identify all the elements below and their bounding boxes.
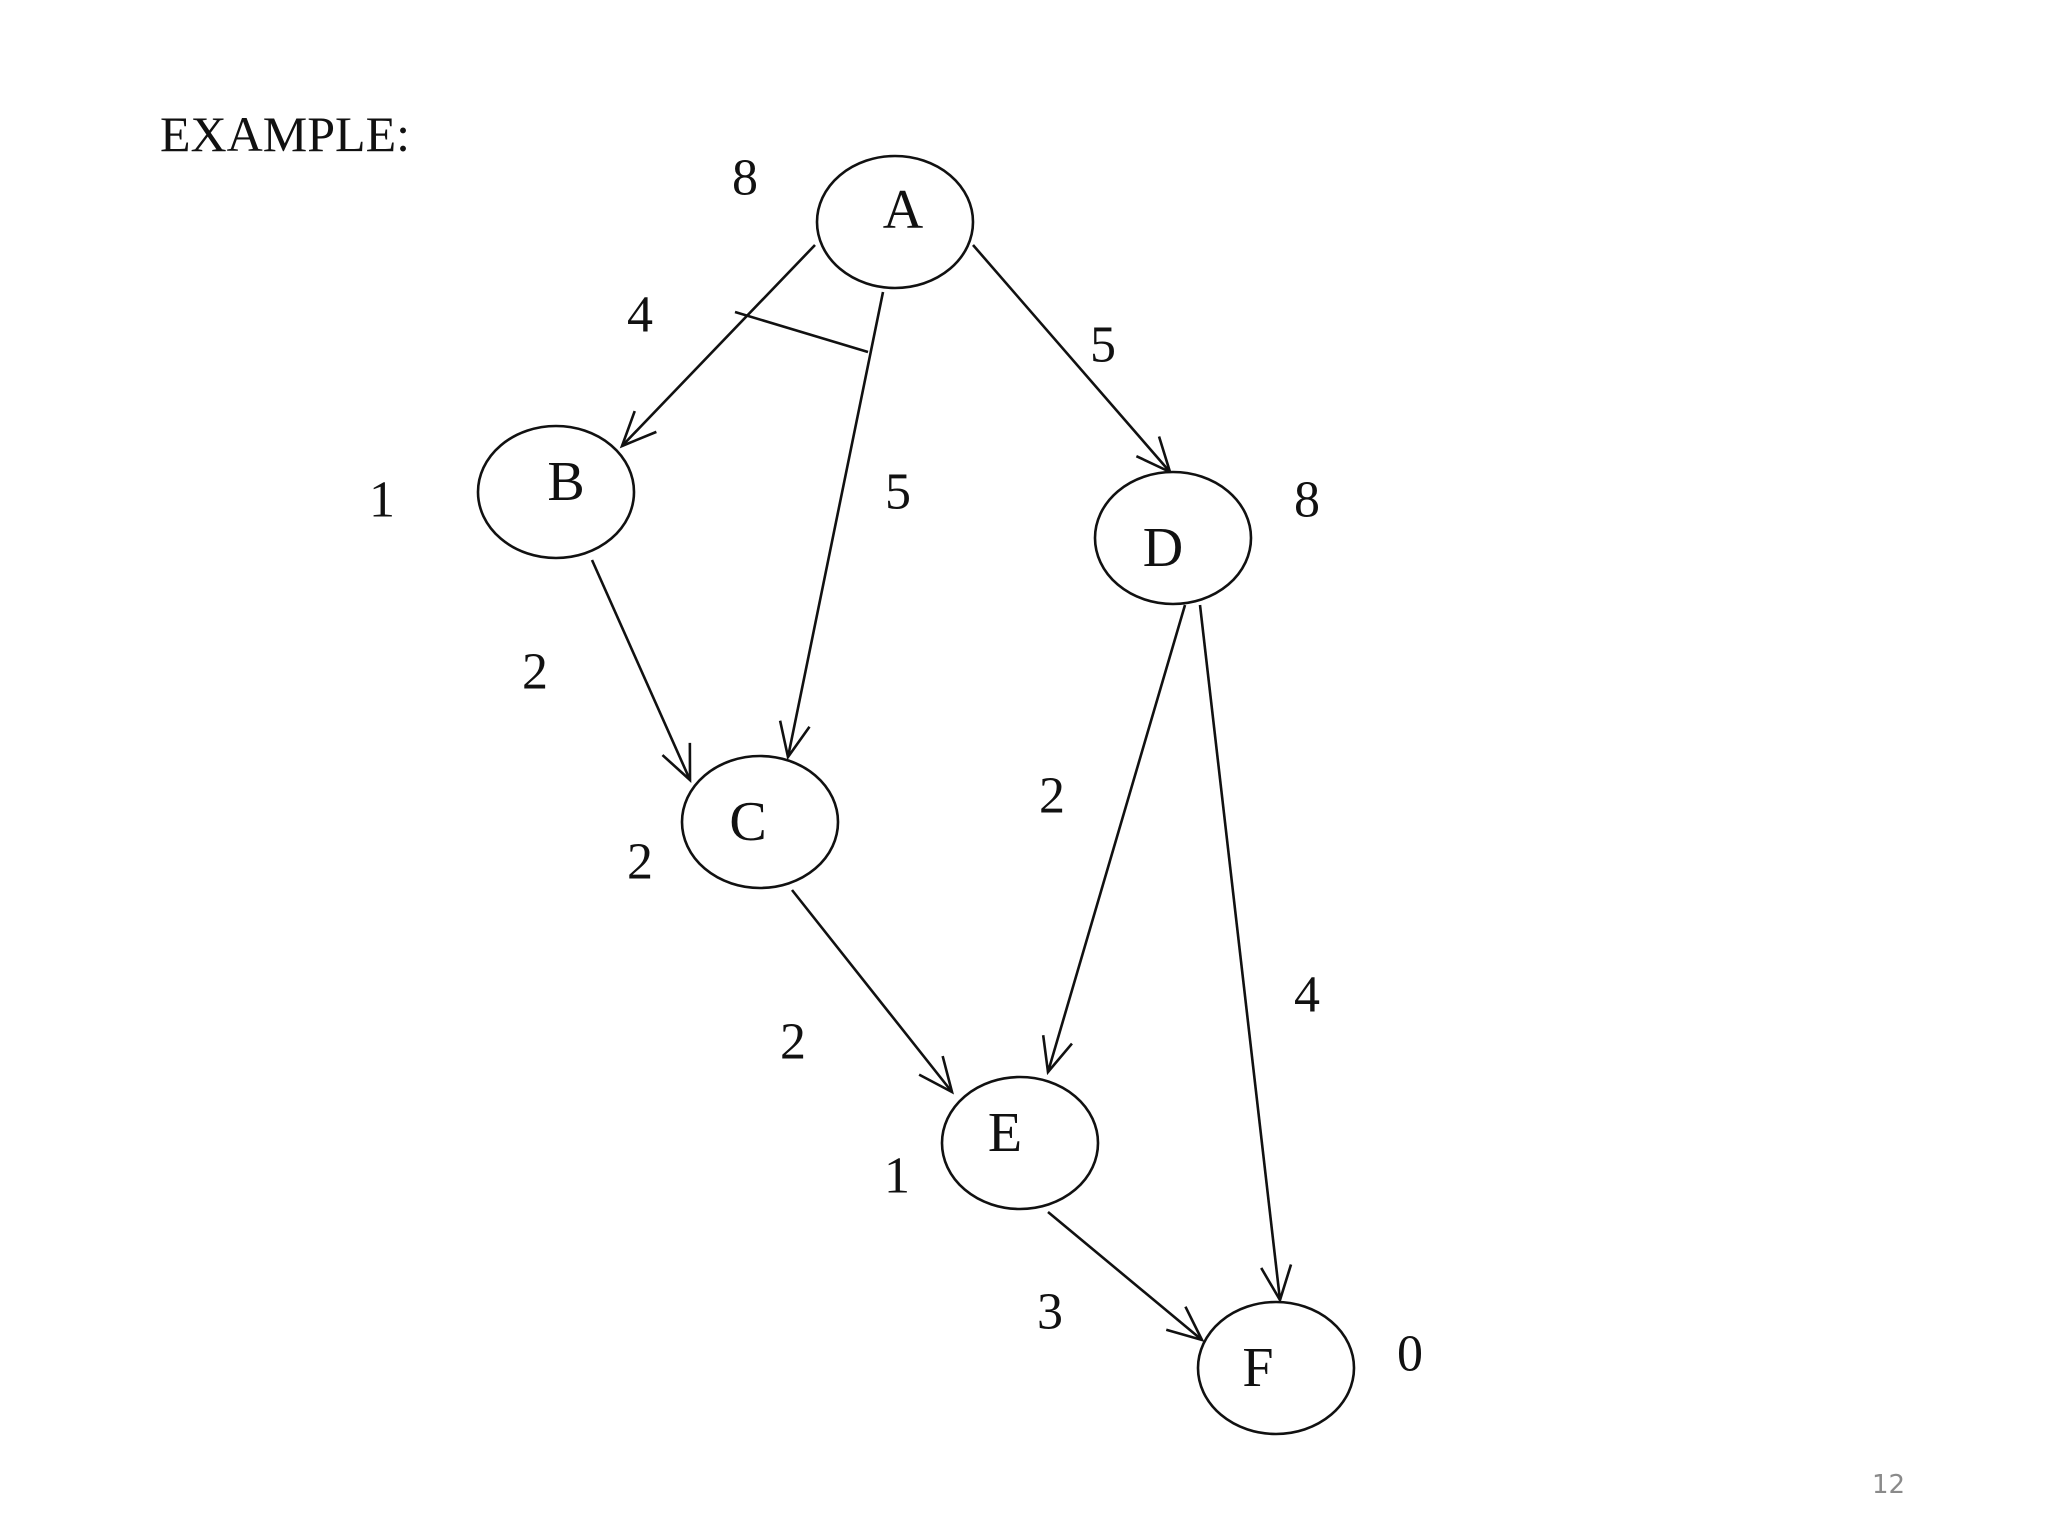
edge-line [790,889,954,1093]
edge-d-f [1198,604,1293,1304]
edge-a-b [619,244,816,449]
node-label: E [988,1102,1022,1164]
edge-d-e [1041,604,1187,1076]
edge-cost-label: 4 [1294,967,1320,1024]
arrowhead [918,1055,954,1095]
edge-b-c [590,559,692,783]
arrowhead [619,410,657,449]
node-heuristic-label: 1 [369,472,395,529]
edge-line [972,244,1171,473]
node-label: B [547,451,584,513]
edge-a-c [778,291,885,761]
edge-cost-label: 2 [780,1014,806,1071]
edge-cost-label: 3 [1037,1284,1063,1341]
edge-cost-label: 5 [1090,317,1116,374]
edge-cost-label: 5 [885,464,911,521]
edge-line [1047,1211,1203,1341]
node-label: C [729,791,766,853]
edge-a-d [972,244,1173,475]
edge-line [786,291,885,758]
node-circle [476,424,636,560]
node-f: F [1196,1300,1356,1436]
node-label: D [1143,517,1183,579]
edge-cost-label: 2 [1039,768,1065,825]
slide-title: EXAMPLE: [160,106,410,162]
arrowhead [1165,1306,1205,1343]
arrowhead [1041,1034,1073,1076]
node-circle [1196,1300,1356,1436]
arrowhead [778,720,811,761]
node-c: C [680,754,840,890]
edge-cost-label: 4 [627,287,653,344]
node-heuristic-label: 0 [1397,1326,1423,1383]
node-heuristic-label: 2 [627,834,653,891]
node-d: D [1093,470,1253,606]
node-label: F [1242,1337,1273,1399]
edge-line [1046,604,1187,1073]
and-connector [734,310,869,354]
node-heuristic-label: 8 [1294,472,1320,529]
slide-number: 12 [1872,1470,1906,1500]
node-b: B [476,424,636,560]
arrowhead [1260,1264,1293,1304]
node-e: E [940,1075,1100,1211]
edge-c-e [790,889,954,1095]
node-circle [680,754,840,890]
node-heuristic-label: 1 [884,1148,910,1205]
node-label: A [883,179,924,241]
edge-line [590,559,692,781]
edge-e-f [1047,1211,1205,1343]
edge-line [1198,604,1282,1301]
node-a: A [815,154,975,290]
node-circle [940,1075,1100,1211]
edge-line [621,244,816,447]
node-circle [815,154,975,290]
node-circle [1093,470,1253,606]
arrowhead [661,742,692,783]
edge-cost-label: 2 [522,644,548,701]
node-heuristic-label: 8 [732,150,758,207]
